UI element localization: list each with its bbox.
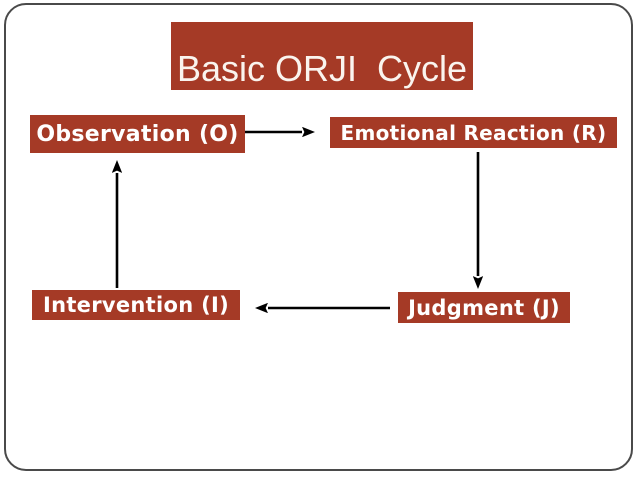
node-intervention-label: Intervention (I): [42, 293, 230, 317]
node-emotional-reaction-label: Emotional Reaction (R): [340, 120, 607, 145]
node-intervention: Intervention (I): [32, 290, 240, 320]
node-observation-label: Observation (O): [36, 121, 239, 147]
node-judgment: Judgment (J): [398, 292, 570, 323]
node-emotional-reaction: Emotional Reaction (R): [330, 117, 617, 148]
title-box: Basic ORJI Cycle: [171, 22, 473, 90]
slide-border-frame: [4, 3, 633, 471]
node-observation: Observation (O): [30, 115, 245, 153]
node-judgment-label: Judgment (J): [408, 295, 560, 320]
slide-title: Basic ORJI Cycle: [176, 48, 468, 89]
